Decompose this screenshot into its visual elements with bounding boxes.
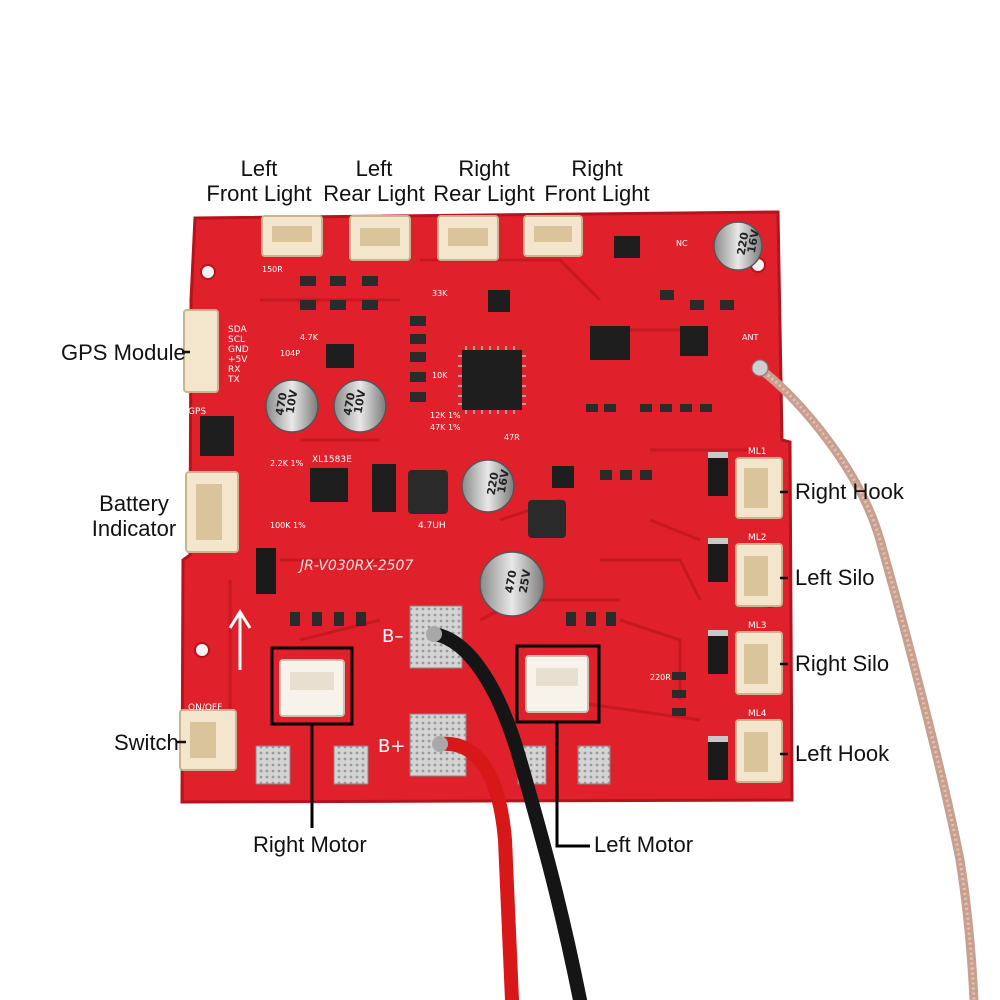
capacitor-4 [461, 459, 515, 513]
cap1-value: 470 [273, 391, 290, 416]
chip-2 [590, 326, 630, 360]
gps-tag: GPS [188, 407, 206, 417]
label-left-motor: Left Motor [594, 832, 694, 857]
regulator [200, 416, 234, 456]
chip-5 [614, 236, 640, 258]
gps-pin-rx: RX [228, 365, 240, 375]
bottom-pad [333, 745, 369, 785]
ml2-tag: ML2 [748, 533, 767, 543]
gps-pin-tx: TX [227, 375, 240, 385]
inductor-label: 4.7UH [418, 521, 446, 531]
res-label-47r: 47R [504, 433, 520, 442]
chip-3 [680, 326, 708, 356]
cap5-value: 220 [735, 231, 752, 256]
bottom-pad [577, 745, 611, 785]
mount-hole [194, 642, 210, 658]
capacitor-2 [333, 379, 387, 433]
ant-label: ANT [742, 333, 758, 342]
board-model: JR-V030RX-2507 [297, 558, 413, 574]
mcu-chip [462, 350, 522, 410]
label-right-hook: Right Hook [795, 479, 904, 504]
direction-arrow [228, 609, 252, 670]
cap3-voltage: 25V [517, 568, 534, 594]
capacitor-3 [479, 551, 545, 617]
cap4-voltage: 16V [495, 468, 512, 494]
battery-wires [426, 626, 587, 1000]
label-switch: Switch [114, 730, 179, 755]
res-label-4-7k: 4.7K [300, 333, 319, 342]
res-label-220r: 220R [650, 673, 671, 682]
label-right-motor: Right Motor [253, 832, 367, 857]
cap5-voltage: 16V [745, 228, 762, 254]
res-label-33k: 33K [432, 289, 448, 298]
cap3-value: 470 [503, 569, 520, 594]
label-left-hook: Left Hook [795, 741, 890, 766]
mount-hole [200, 264, 216, 280]
cap2-value: 470 [341, 391, 358, 416]
gps-pin-scl: SCL [228, 335, 245, 345]
chip-xl1583e-label: XL1583E [312, 455, 352, 465]
ml3-tag: ML3 [748, 621, 767, 631]
red-wire [433, 736, 519, 1000]
capacitor-1 [265, 379, 319, 433]
res-label-12k: 12K 1% [430, 411, 461, 420]
gps-pin-sda: SDA [228, 325, 247, 335]
res-label-104p: 104P [280, 349, 300, 358]
b-minus-label: B– [382, 626, 403, 647]
inductor-1 [408, 470, 448, 514]
black-wire [427, 627, 587, 1000]
b-plus-label: B+ [378, 736, 405, 757]
label-right-silo: Right Silo [795, 651, 890, 676]
ml1-tag: ML1 [748, 447, 767, 457]
res-label-10k: 10K [432, 371, 448, 380]
label-left-silo: Left Silo [795, 565, 875, 590]
res-label-100k: 100K 1% [270, 521, 306, 530]
chip-4 [488, 290, 510, 312]
ml4-tag: ML4 [748, 709, 767, 719]
cap4-value: 220 [485, 471, 502, 496]
mosfet [372, 464, 396, 512]
cap1-voltage: 10V [283, 388, 300, 414]
res-label-150r: 150R [262, 265, 283, 274]
capacitor-5 [713, 221, 763, 271]
bottom-pad [255, 745, 291, 785]
label-gps-module: GPS Module [61, 340, 186, 365]
chip-6 [552, 466, 574, 488]
gps-pin-gnd: GND [228, 345, 249, 355]
antenna-cable [751, 359, 979, 1000]
inductor-2 [528, 500, 566, 538]
left-motor-leader [555, 722, 590, 848]
cap2-voltage: 10V [351, 388, 368, 414]
chip-xl1583e [310, 468, 348, 502]
onoff-tag: ON/OFF [188, 703, 222, 713]
res-label-2-2k: 2.2K 1% [270, 459, 304, 468]
regulator-2 [326, 344, 354, 368]
gps-pin-5v: +5V [228, 355, 248, 365]
res-label-47k: 47K 1% [430, 423, 461, 432]
res-label-nc: NC [676, 239, 688, 248]
